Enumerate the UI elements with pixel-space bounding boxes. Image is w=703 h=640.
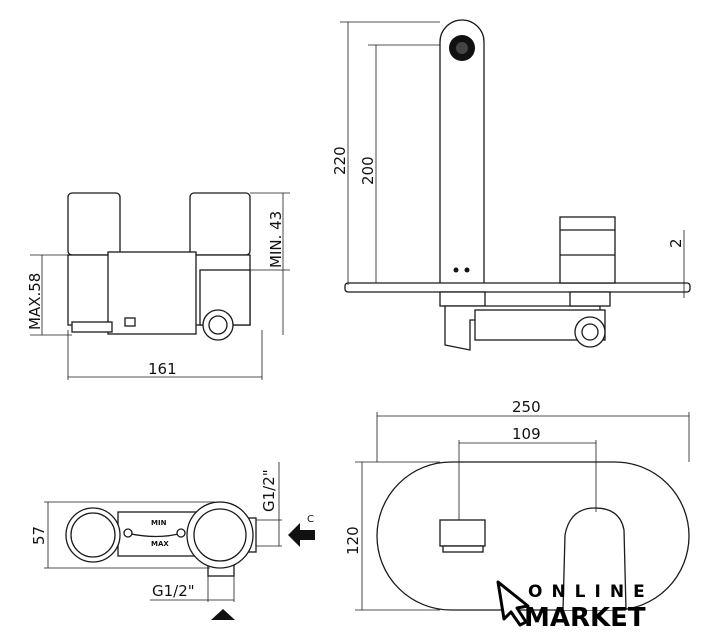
dim-inlet-side: G1/2" bbox=[260, 469, 278, 512]
dim-side-total-height: 220 bbox=[331, 146, 349, 175]
plate-view: 250 109 120 bbox=[344, 398, 690, 611]
dim-front-width: 161 bbox=[148, 360, 177, 378]
dim-side-spout-height: 200 bbox=[359, 156, 377, 185]
dim-plate-height: 120 bbox=[344, 526, 362, 555]
cursor-icon bbox=[496, 580, 530, 627]
logo-line1: ONLINE bbox=[528, 582, 654, 602]
dim-front-min-depth: MIN. 43 bbox=[267, 211, 285, 268]
logo-line2: MARKET bbox=[524, 603, 646, 633]
label-min: MIN bbox=[151, 519, 167, 527]
dim-plate-width: 250 bbox=[512, 398, 541, 416]
arrow-up-icon bbox=[211, 609, 235, 620]
dim-top-depth: 57 bbox=[30, 526, 48, 545]
online-market-logo: ONLINE MARKET bbox=[496, 580, 654, 633]
dim-plate-spacing: 109 bbox=[512, 425, 541, 443]
front-view: 161 MAX.58 MIN. 43 bbox=[26, 192, 290, 380]
dim-inlet-bottom: G1/2" bbox=[152, 582, 195, 600]
label-arrow-c: C bbox=[307, 514, 314, 525]
side-view: 220 200 2 bbox=[331, 19, 691, 351]
label-max: MAX bbox=[151, 540, 169, 548]
dim-side-plate-thickness: 2 bbox=[667, 238, 685, 248]
arrow-c-icon bbox=[288, 523, 315, 547]
top-view: MIN MAX 57 G1/2" C G1/2" bbox=[30, 462, 315, 620]
dim-front-max-height: MAX.58 bbox=[26, 273, 44, 330]
